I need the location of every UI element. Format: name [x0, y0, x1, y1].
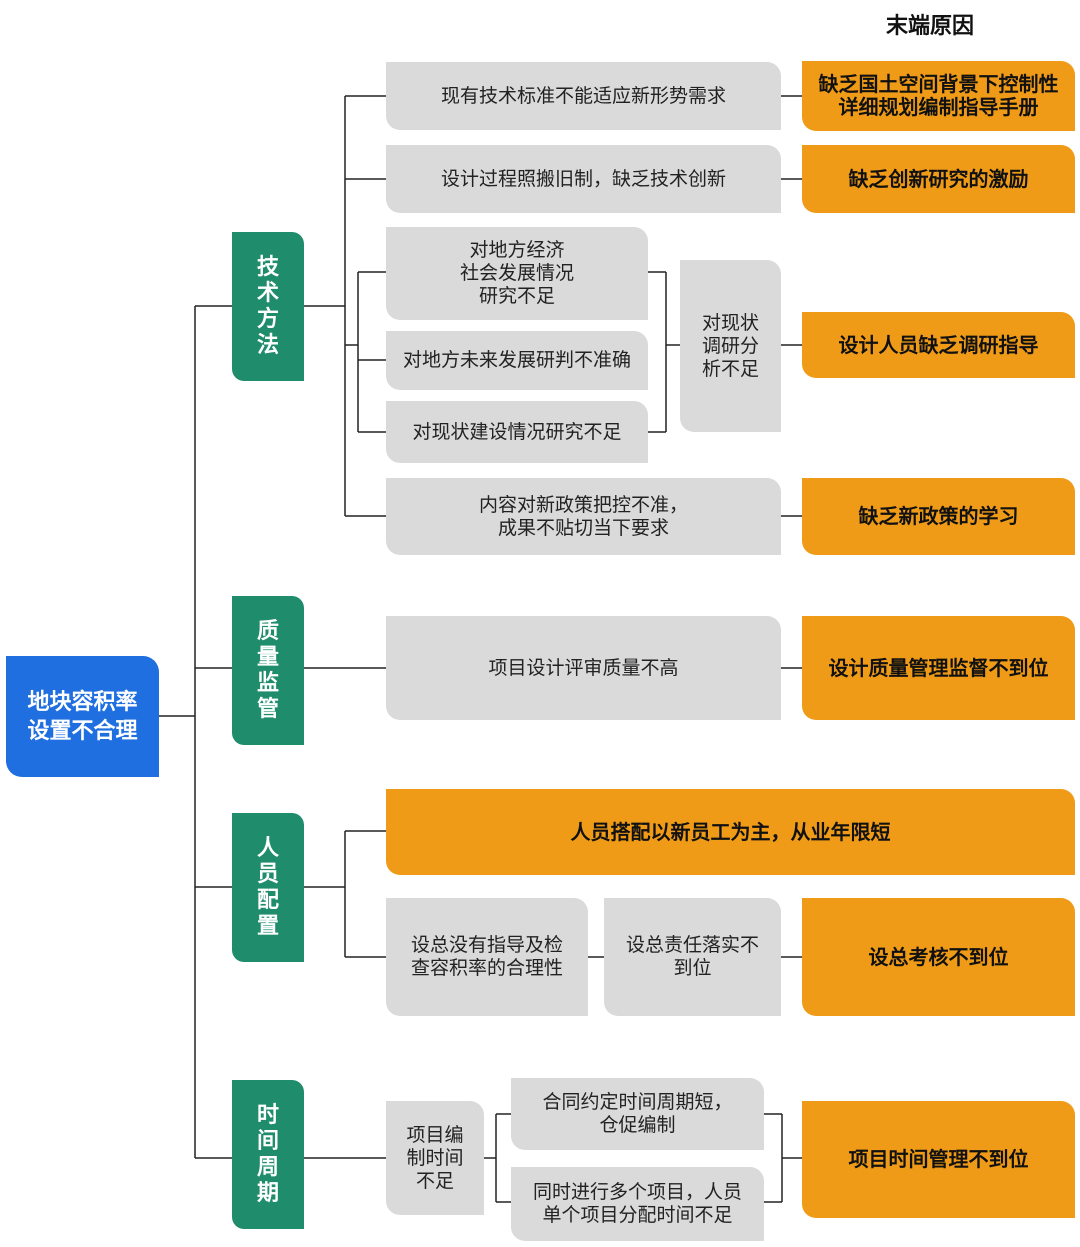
root-cause-time-mgmt: 项目时间管理不到位: [802, 1101, 1075, 1218]
root-cause-guidance: 设计人员缺乏调研指导: [802, 312, 1075, 378]
root-cause-qa: 设计质量管理监督不到位: [802, 616, 1075, 720]
category-quality: 质 量 监 管: [232, 596, 304, 745]
cause-review: 项目设计评审质量不高: [386, 616, 781, 720]
root-cause-policy-study: 缺乏新政策的学习: [802, 478, 1075, 555]
cause-policy: 内容对新政策把控不准， 成果不贴切当下要求: [386, 478, 781, 555]
root-cause-manual: 缺乏国土空间背景下控制性 详细规划编制指导手册: [802, 61, 1075, 131]
cause-future: 对地方未来发展研判不准确: [386, 331, 648, 390]
category-tech: 技 术 方 法: [232, 232, 304, 381]
category-time: 时 间 周 期: [232, 1080, 304, 1229]
root-cause-innovation: 缺乏创新研究的激励: [802, 145, 1075, 213]
root-cause-staffing: 人员搭配以新员工为主，从业年限短: [386, 789, 1075, 875]
cause-econ: 对地方经济 社会发展情况 研究不足: [386, 227, 648, 320]
cause-current-state: 对现状建设情况研究不足: [386, 401, 648, 463]
cause-chief-resp: 设总责任落实不 到位: [604, 898, 781, 1016]
cause-design-process: 设计过程照搬旧制，缺乏技术创新: [386, 145, 781, 213]
column-header: 末端原因: [886, 14, 975, 39]
root-problem: 地块容积率 设置不合理: [6, 656, 159, 777]
cause-contract: 合同约定时间周期短， 仓促编制: [511, 1078, 764, 1150]
cause-multi-project: 同时进行多个项目，人员 单个项目分配时间不足: [511, 1167, 764, 1241]
root-cause-assessment: 设总考核不到位: [802, 898, 1075, 1016]
cause-chief-guide: 设总没有指导及检 查容积率的合理性: [386, 898, 588, 1016]
cause-standard: 现有技术标准不能适应新形势需求: [386, 62, 781, 130]
category-staff: 人 员 配 置: [232, 813, 304, 962]
cause-time-short: 项目编 制时间 不足: [386, 1101, 484, 1215]
cause-research: 对现状 调研分 析不足: [680, 260, 781, 432]
